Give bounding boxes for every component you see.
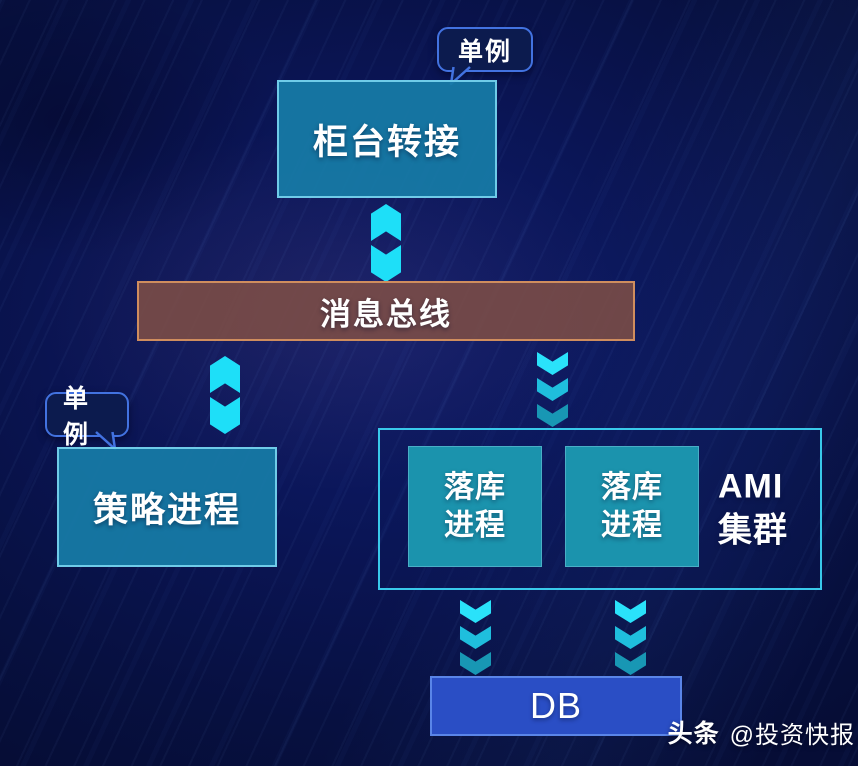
message-bus-bar: 消息总线	[137, 281, 635, 341]
down-arrow-icon	[537, 352, 568, 427]
database-box: DB	[430, 676, 682, 736]
db-sink-process-box-1: 落库 进程	[408, 446, 542, 567]
watermark-handle: @投资快报	[729, 721, 855, 749]
ami-label-line2: 集群	[718, 511, 788, 549]
singleton-badge-top: 单例	[437, 27, 533, 86]
sink1-label-line2: 进程	[444, 508, 506, 542]
down-arrow-icon	[615, 600, 646, 675]
chevron	[537, 378, 568, 401]
chevron	[537, 352, 568, 375]
ami-label-line1: AMI	[718, 467, 784, 506]
down-arrow-part	[210, 397, 240, 434]
chevron	[460, 652, 491, 675]
up-arrow-part	[371, 204, 401, 241]
down-arrow-part	[371, 245, 401, 282]
chevron	[537, 404, 568, 427]
message-bus-label: 消息总线	[320, 296, 452, 332]
chevron	[460, 626, 491, 649]
up-arrow-part	[210, 356, 240, 393]
bidirectional-arrow-icon	[371, 204, 401, 282]
singleton-badge-top-label: 单例	[457, 37, 512, 66]
ami-cluster-label: AMI 集群	[718, 465, 788, 552]
singleton-badge-left-label: 单例	[63, 384, 91, 449]
counter-forward-label: 柜台转接	[312, 122, 461, 162]
database-label: DB	[529, 685, 582, 726]
counter-forward-box: 柜台转接	[277, 80, 497, 198]
db-sink-process-box-2: 落库 进程	[565, 446, 699, 567]
ami-cluster-container: 落库 进程 落库 进程 AMI 集群	[378, 428, 822, 590]
chevron	[615, 652, 646, 675]
sink2-label-line2: 进程	[601, 508, 663, 542]
singleton-badge-left: 单例	[45, 385, 129, 451]
bidirectional-arrow-icon	[210, 356, 240, 434]
down-arrow-icon	[460, 600, 491, 675]
watermark: 头条 @投资快报	[668, 714, 855, 750]
strategy-process-box: 策略进程	[57, 447, 277, 567]
sink2-label-line1: 落库	[601, 471, 663, 504]
strategy-process-label: 策略进程	[92, 490, 241, 530]
chevron	[460, 600, 491, 623]
chevron	[615, 626, 646, 649]
chevron	[615, 600, 646, 623]
watermark-brand: 头条	[667, 720, 720, 748]
sink1-label-line1: 落库	[444, 471, 506, 504]
